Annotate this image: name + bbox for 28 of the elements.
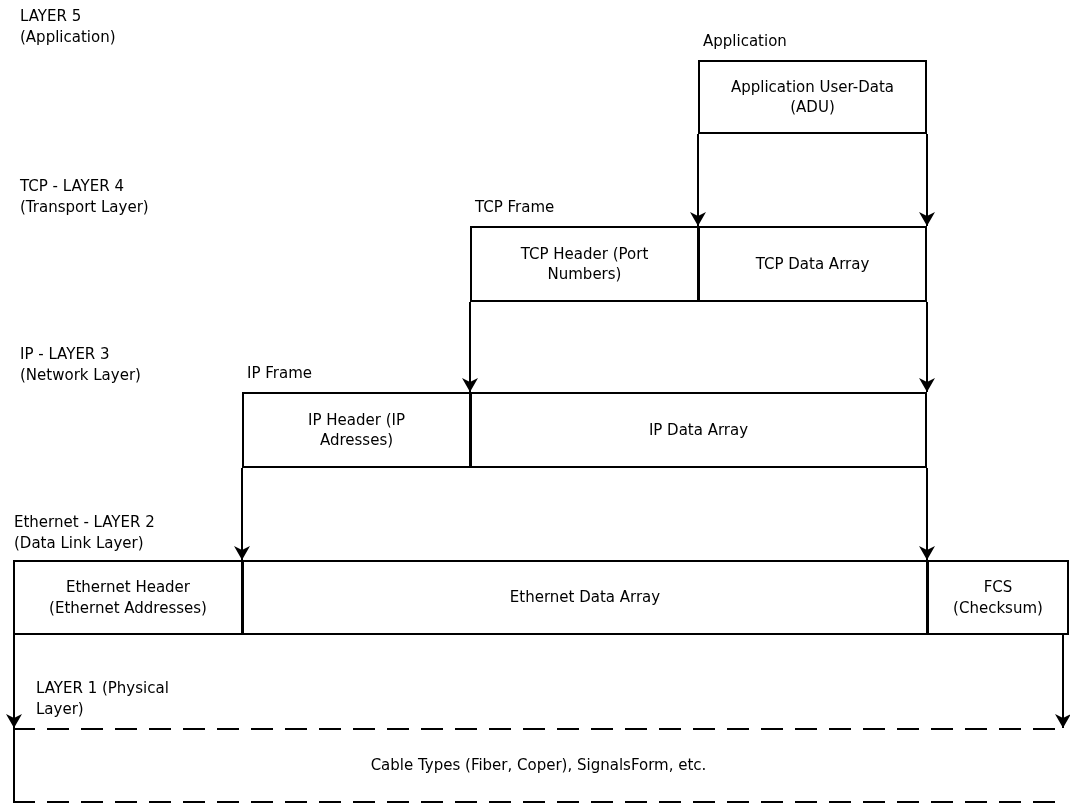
frame-heading: TCP Frame bbox=[475, 198, 555, 216]
field-label: TCP Header (Port Numbers) bbox=[519, 243, 650, 285]
field-label: FCS (Checksum) bbox=[952, 577, 1044, 618]
arrow bbox=[690, 133, 706, 227]
arrow bbox=[1055, 634, 1070, 729]
arrow bbox=[919, 133, 935, 227]
arrow bbox=[462, 301, 478, 393]
field-box bbox=[13, 560, 243, 635]
field-box bbox=[927, 560, 1069, 635]
arrow bbox=[919, 301, 935, 393]
arrow bbox=[234, 467, 250, 561]
field-label: Application User-Data (ADU) bbox=[729, 76, 895, 118]
field-label: Ethernet Data Array bbox=[508, 587, 662, 608]
layer-label: Ethernet - LAYER 2 (Data Link Layer) bbox=[14, 512, 156, 554]
layer-label: LAYER 5 (Application) bbox=[20, 6, 117, 48]
field-label: IP Data Array bbox=[647, 419, 750, 441]
layer-label: IP - LAYER 3 (Network Layer) bbox=[20, 344, 142, 386]
field-label: Cable Types (Fiber, Coper), SignalsForm, etc. bbox=[369, 755, 708, 776]
layer-label: LAYER 1 (Physical Layer) bbox=[36, 678, 170, 720]
frame-heading: Application bbox=[703, 32, 787, 50]
field-label: TCP Data Array bbox=[754, 253, 871, 275]
layer-label: TCP - LAYER 4 (Transport Layer) bbox=[20, 176, 150, 218]
arrow bbox=[6, 634, 22, 729]
field-label: Ethernet Header (Ethernet Addresses) bbox=[48, 577, 208, 618]
field-label: IP Header (IP Adresses) bbox=[307, 409, 406, 451]
field-box bbox=[242, 560, 928, 635]
frame-heading: IP Frame bbox=[247, 364, 312, 382]
arrow bbox=[919, 467, 935, 561]
